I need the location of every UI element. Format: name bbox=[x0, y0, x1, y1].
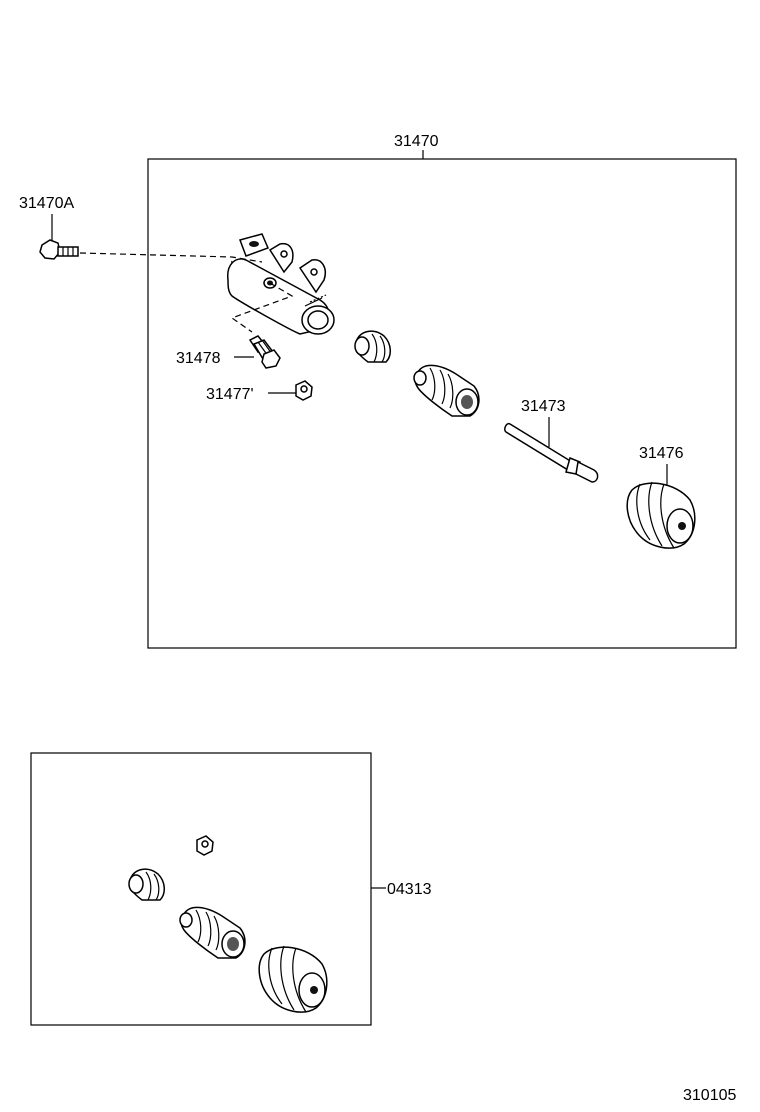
bleeder-port-hole bbox=[249, 241, 259, 247]
figure-number: 310105 bbox=[683, 1087, 736, 1104]
cylinder-cup-rib bbox=[371, 333, 378, 363]
repair-kit-piston-groove bbox=[213, 915, 220, 951]
cylinder-piston bbox=[413, 364, 480, 417]
cylinder-ridge bbox=[309, 294, 327, 303]
repair-kit-piston-end bbox=[179, 912, 193, 928]
kit-31470-frame bbox=[147, 158, 737, 649]
repair-kit-04313-group: 04313 bbox=[30, 752, 432, 1026]
cylinder-piston-groove bbox=[439, 369, 446, 405]
bleeder-plug-label: 31478 bbox=[176, 350, 221, 367]
repair-kit-bleeder-cap-top bbox=[201, 840, 209, 848]
boot-fold bbox=[636, 483, 651, 541]
repair-kit-boot-hole bbox=[310, 986, 318, 994]
push-rod-tip bbox=[575, 460, 599, 483]
repair-kit-boot-fold bbox=[280, 945, 295, 1011]
repair-kit-boot-fold bbox=[268, 947, 283, 1005]
repair-kit-cup-rib bbox=[145, 871, 152, 901]
boot-fold bbox=[660, 483, 675, 549]
cylinder-bore-inner bbox=[307, 310, 329, 330]
push-rod-31473: 31473 bbox=[504, 398, 599, 483]
cylinder-body bbox=[227, 233, 335, 335]
cylinder-ridge bbox=[304, 297, 323, 307]
bleeder-cap-31477: 31477' bbox=[206, 380, 313, 403]
kit-31470-group: 31470 bbox=[147, 133, 737, 649]
repair-kit-piston-groove bbox=[195, 909, 202, 943]
repair-kit-label: 04313 bbox=[387, 881, 432, 898]
bleeder-cap-top bbox=[300, 385, 308, 393]
repair-kit-boot-fold bbox=[292, 947, 307, 1013]
bleeder-plug-hex bbox=[261, 349, 281, 369]
repair-kit-piston-socket bbox=[227, 937, 239, 951]
cylinder-cup-face bbox=[354, 336, 370, 356]
repair-kit-cup-face bbox=[128, 874, 144, 894]
repair-kit-piston-groove bbox=[205, 911, 212, 947]
boot-31476: 31476 bbox=[626, 445, 696, 549]
push-rod-shaft bbox=[504, 422, 573, 472]
cylinder-piston-groove bbox=[429, 367, 436, 401]
bleeder-bolt-head bbox=[39, 239, 61, 260]
kit-31470-label: 31470 bbox=[394, 133, 439, 150]
boot-label: 31476 bbox=[639, 445, 684, 462]
boot-fold bbox=[648, 481, 663, 547]
push-rod-label: 31473 bbox=[521, 398, 566, 415]
flange-hole bbox=[280, 250, 288, 258]
bleeder-plug-dashed-guide bbox=[230, 282, 294, 333]
cylinder-flange-left bbox=[268, 242, 294, 274]
flange-hole bbox=[310, 268, 318, 276]
cylinder-cup-rib bbox=[379, 335, 386, 363]
repair-kit-frame bbox=[30, 752, 372, 1026]
repair-kit-cup-rib bbox=[153, 873, 160, 901]
cylinder-piston-groove bbox=[447, 373, 454, 409]
bleeder-bolt-dashed-guide bbox=[79, 252, 263, 263]
boot-hole bbox=[678, 522, 686, 530]
cylinder-flange-right bbox=[298, 259, 326, 294]
cylinder-cup bbox=[354, 330, 391, 363]
bleeder-bolt-label: 31470A bbox=[19, 195, 74, 212]
cylinder-piston-socket bbox=[461, 395, 473, 409]
bleeder-bolt-31470A: 31470A bbox=[19, 195, 79, 260]
bleeder-plug-31478: 31478 bbox=[176, 335, 281, 369]
bleeder-cap-label: 31477' bbox=[206, 386, 254, 403]
cylinder-piston-end bbox=[413, 370, 427, 386]
